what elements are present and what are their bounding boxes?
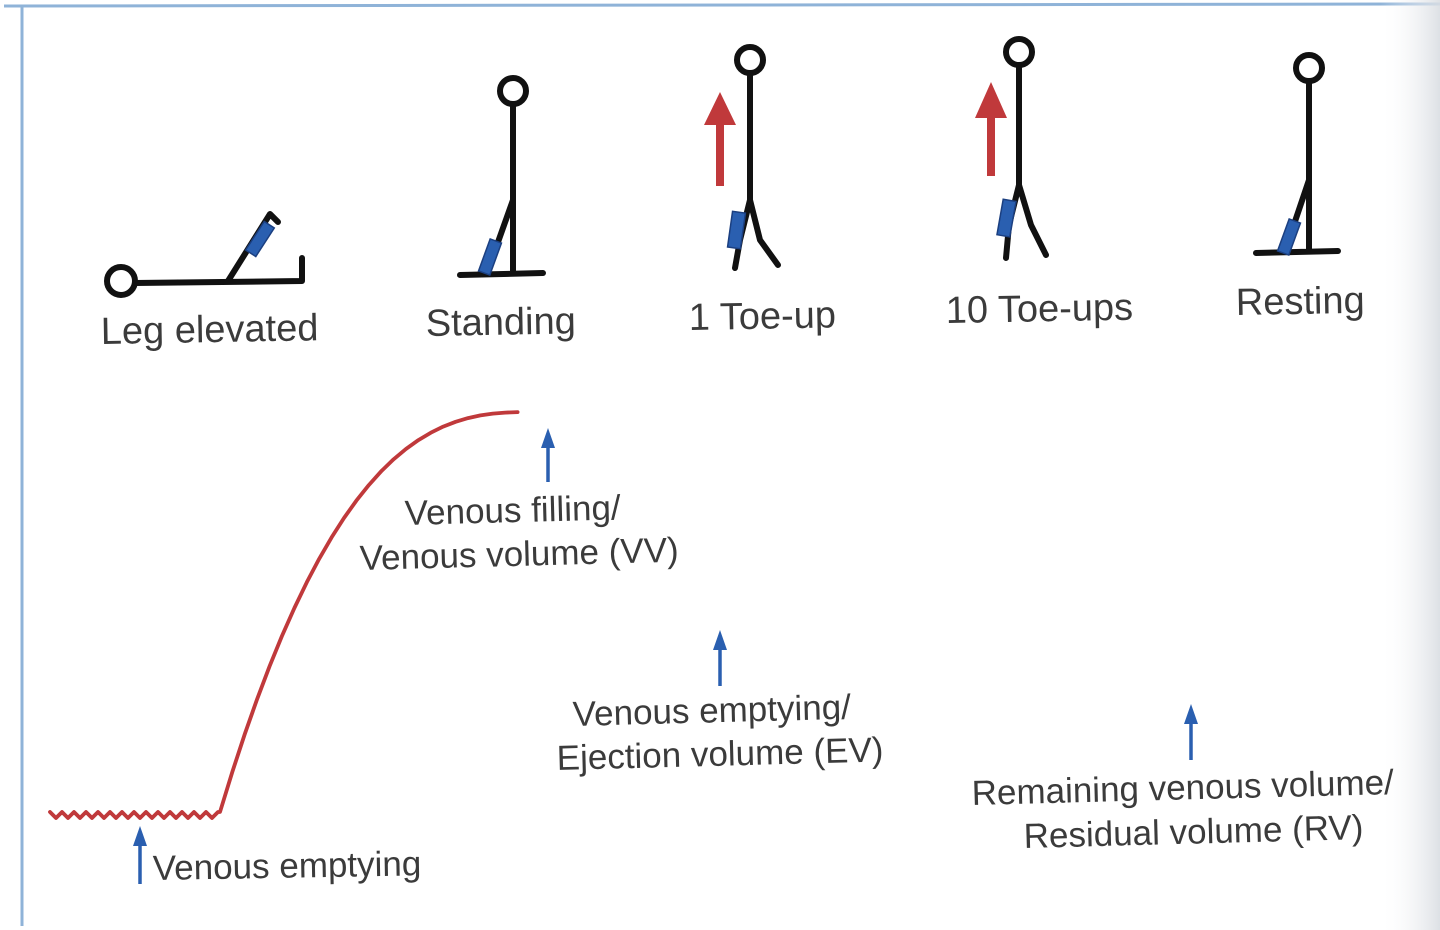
resting-probe (1276, 218, 1302, 256)
position-label-standing: Standing (425, 300, 576, 345)
ten-toe-ups-probe (996, 198, 1017, 238)
standing-probe (477, 238, 503, 276)
resting-figure (1253, 52, 1341, 256)
position-label-leg-elevated: Leg elevated (100, 307, 318, 353)
venous-emptying-baseline-arrow-icon (133, 826, 147, 884)
residual-volume-arrow-icon (1184, 704, 1198, 760)
annotation-ejection-line2: Ejection volume (EV) (556, 730, 884, 778)
annotation-residual-line1: Remaining venous volume/ (971, 763, 1394, 813)
leg-elevated-probe (244, 220, 276, 258)
annotation-venous-emptying: Venous emptying (152, 844, 421, 888)
resting-head (1293, 52, 1325, 84)
leg-elevated-body (132, 211, 305, 286)
annotation-residual-line2: Residual volume (RV) (1023, 808, 1364, 856)
venous-filling-arrow-icon (541, 428, 555, 482)
ejection-volume-arrow-icon (713, 630, 727, 686)
ten-toe-ups-arrow-icon (975, 82, 1007, 176)
ten-toe-ups-figure (975, 36, 1049, 261)
annotation-venous-filling-line1: Venous filling/ (404, 488, 621, 533)
ten-toe-ups-head (1003, 36, 1035, 68)
figure-frame (3, 2, 1440, 926)
one-toe-up-head (734, 44, 766, 76)
venous-volume-curve (48, 410, 520, 820)
one-toe-up-probe (726, 210, 747, 250)
standing-body (457, 101, 546, 278)
standing-figure (457, 75, 546, 278)
one-toe-up-arrow-icon (704, 92, 736, 186)
position-label-one-toe-up: 1 Toe-up (688, 294, 836, 339)
annotation-ejection-line1: Venous emptying/ (572, 688, 851, 734)
leg-elevated-figure (104, 211, 305, 298)
leg-elevated-head (104, 264, 138, 298)
position-label-ten-toe-ups: 10 Toe-ups (945, 287, 1133, 332)
one-toe-up-figure (704, 44, 781, 271)
ten-toe-ups-body (1003, 62, 1049, 261)
standing-head (497, 75, 529, 107)
position-label-resting: Resting (1235, 280, 1365, 324)
page-edge-shadow (1380, 0, 1440, 930)
annotation-venous-filling-line2: Venous volume (VV) (359, 531, 679, 578)
